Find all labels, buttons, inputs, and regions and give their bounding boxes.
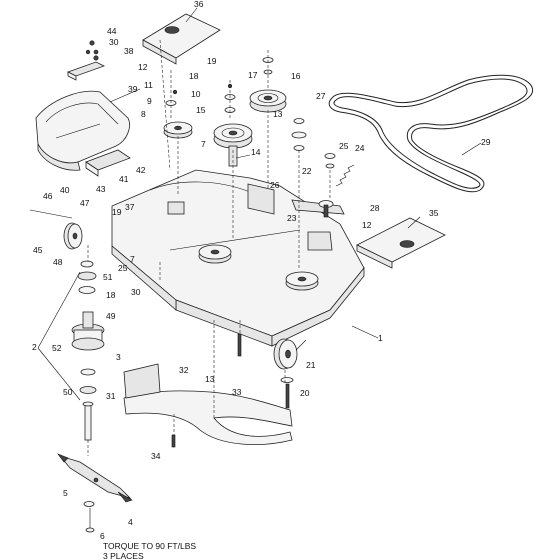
discharge-chute	[35, 90, 130, 171]
callout-5: 5	[63, 488, 68, 498]
callout-15: 15	[196, 105, 206, 115]
torque-note: TORQUE TO 90 FT/LBS 3 PLACES	[103, 541, 196, 560]
callout-35: 35	[429, 208, 439, 218]
callout-18b: 18	[106, 290, 116, 300]
callout-8: 8	[141, 109, 146, 119]
callout-42: 42	[136, 165, 146, 175]
callout-34: 34	[151, 451, 161, 461]
callout-23: 23	[287, 213, 297, 223]
leader-lines	[109, 7, 482, 351]
explode-lines	[87, 39, 331, 456]
idler-pulley-15	[213, 123, 253, 167]
callout-12b: 12	[362, 220, 372, 230]
callout-41: 41	[119, 174, 129, 184]
callout-14: 14	[251, 147, 261, 157]
callout-labels: 36 44 30 38 12 19 17 16 11 18 39 10 9 27…	[32, 0, 491, 541]
callout-29: 29	[481, 137, 491, 147]
callout-31: 31	[106, 391, 116, 401]
torque-note-line-2: 3 PLACES	[103, 551, 144, 560]
callout-38: 38	[124, 46, 134, 56]
gauge-wheel-right	[273, 338, 298, 370]
callout-3: 3	[116, 352, 121, 362]
torque-note-line-1: TORQUE TO 90 FT/LBS	[103, 541, 196, 551]
callout-27: 27	[316, 91, 326, 101]
callout-4: 4	[128, 517, 133, 527]
callout-21: 21	[306, 360, 316, 370]
callout-33: 33	[232, 387, 242, 397]
callout-26: 26	[270, 180, 280, 190]
callout-17: 17	[248, 70, 258, 80]
callout-50: 50	[63, 387, 73, 397]
spindle-assembly	[71, 260, 105, 441]
bottom-hardware	[171, 333, 294, 448]
callout-43: 43	[96, 184, 106, 194]
baffle-bracket	[123, 363, 161, 399]
callout-20: 20	[300, 388, 310, 398]
callout-11: 11	[144, 80, 153, 90]
deck-pulley-right	[285, 271, 319, 291]
callout-19: 19	[207, 56, 217, 66]
callout-49: 49	[106, 311, 116, 321]
callout-7b: 7	[130, 254, 135, 264]
callout-46: 46	[43, 191, 53, 201]
deflector-bracket	[85, 149, 131, 177]
callout-36: 36	[194, 0, 204, 9]
callout-47: 47	[80, 198, 90, 208]
callout-6: 6	[100, 531, 105, 541]
callout-32: 32	[179, 365, 189, 375]
callout-37: 37	[125, 202, 135, 212]
callout-16: 16	[291, 71, 301, 81]
callout-24: 24	[355, 143, 365, 153]
callout-2: 2	[32, 342, 37, 352]
chute-bracket	[66, 49, 106, 81]
callout-18: 18	[189, 71, 199, 81]
belt-cover-right	[356, 217, 446, 269]
callout-45: 45	[33, 245, 43, 255]
blade-bolt	[83, 501, 95, 533]
deck-baffle	[123, 390, 293, 445]
callout-25b: 25	[118, 263, 128, 273]
callout-9: 9	[147, 96, 152, 106]
callout-22: 22	[302, 166, 312, 176]
callout-48: 48	[53, 257, 63, 267]
callout-28: 28	[370, 203, 380, 213]
callout-13b: 13	[205, 374, 215, 384]
deck-shell	[111, 169, 365, 347]
idler-spring	[335, 164, 355, 187]
belt-cover-right-top	[142, 13, 221, 65]
callout-2-bracket	[37, 271, 81, 401]
callout-52: 52	[52, 343, 62, 353]
callout-10: 10	[191, 89, 201, 99]
callout-51: 51	[103, 272, 113, 282]
mower-blade	[57, 453, 133, 503]
callout-1: 1	[378, 333, 383, 343]
pulley-16	[249, 89, 287, 113]
callout-30: 30	[109, 37, 119, 47]
pulley-8	[163, 121, 193, 139]
drive-belt	[328, 74, 533, 193]
callout-39: 39	[128, 84, 138, 94]
callout-13: 13	[273, 109, 283, 119]
callout-44: 44	[107, 26, 117, 36]
callout-40: 40	[60, 185, 70, 195]
idler-arm	[291, 199, 345, 218]
deck-pulley-left	[198, 244, 232, 264]
callout-12: 12	[138, 62, 148, 72]
gauge-wheel-left	[29, 209, 83, 250]
callout-25: 25	[339, 141, 349, 151]
callout-30b: 30	[131, 287, 141, 297]
callout-19b: 19	[112, 207, 122, 217]
callout-7: 7	[201, 139, 206, 149]
